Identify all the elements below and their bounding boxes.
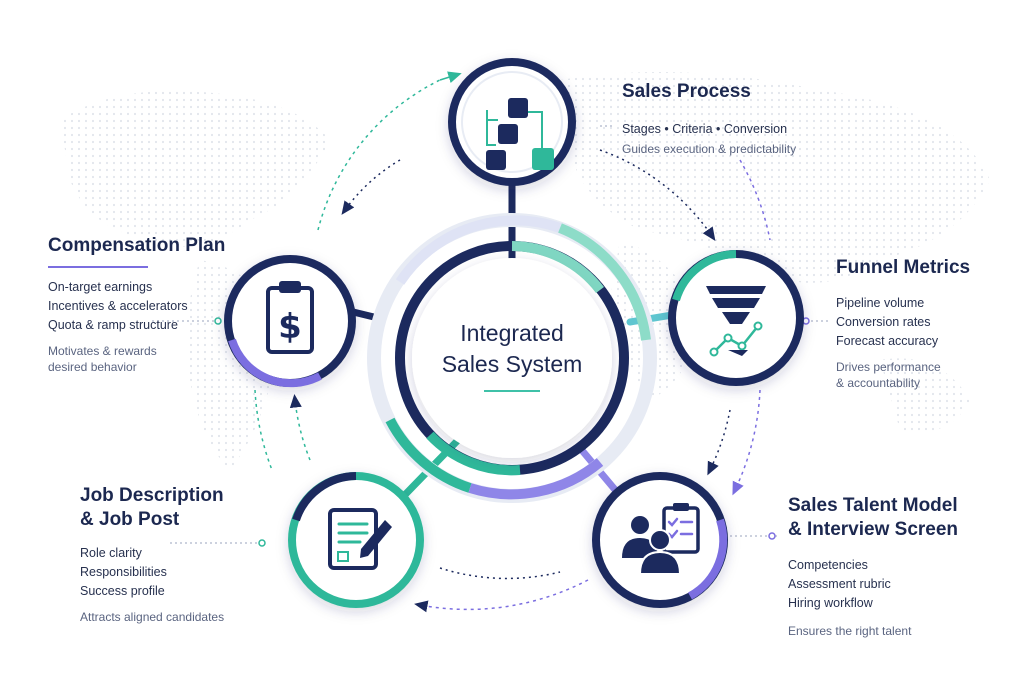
talent-model-item: Hiring workflow [788,596,873,610]
center-title-line1: Integrated [460,320,564,346]
funnel-metrics-note-line: & accountability [836,376,921,390]
sales-process-note: Guides execution & predictability [622,141,796,157]
center-title-rule [484,390,540,392]
cycle-arrows [254,71,771,613]
center-hub [367,213,657,503]
sales-process-title: Sales Process [622,81,751,102]
job-description-title-line: Job Description [80,485,224,506]
talent-model-note-line: Ensures the right talent [788,624,912,638]
node-compensation [224,255,356,388]
talent-model-items: Competencies Assessment rubric Hiring wo… [788,556,958,613]
funnel-metrics-items: Pipeline volume Conversion rates Forecas… [836,294,970,351]
funnel-metrics-note-line: Drives performance [836,360,941,374]
job-description-note: Attracts aligned candidates [80,609,224,625]
funnel-metrics-title: Funnel Metrics [836,257,971,278]
sales-process-note-line: Guides execution & predictability [622,142,797,156]
job-description-title-line: & Job Post [80,509,180,530]
talent-model-title-line: Sales Talent Model [788,495,958,516]
center-title: Integrated Sales System [412,318,612,392]
compensation-rule [48,266,148,268]
job-description-item: Responsibilities [80,565,167,579]
label-talent-model: Sales Talent Model & Interview Screen Co… [788,494,958,639]
candidates-checklist-icon [622,503,700,575]
funnel-metrics-item: Pipeline volume [836,296,925,310]
compensation-item: Quota & ramp structure [48,318,178,332]
svg-text:$: $ [278,307,302,347]
sales-process-item: Stages • Criteria • Conversion [622,122,788,136]
clipboard-dollar-icon: $ [266,281,314,354]
compensation-item: Incentives & accelerators [48,299,188,313]
job-description-item: Success profile [80,584,165,598]
talent-model-title: Sales Talent Model & Interview Screen [788,494,958,542]
compensation-note: Motivates & rewards desired behavior [48,343,225,375]
compensation-title: Compensation Plan [48,235,226,256]
talent-model-title-line: & Interview Screen [788,519,959,540]
label-sales-process: Sales Process Stages • Criteria • Conver… [622,80,796,157]
center-title-line2: Sales System [441,351,583,377]
compensation-item: On-target earnings [48,280,153,294]
label-compensation: Compensation Plan On-target earnings Inc… [48,234,225,375]
funnel-metrics-note: Drives performance & accountability [836,359,970,391]
job-description-title: Job Description & Job Post [80,484,224,532]
compensation-note-line: Motivates & rewards [48,344,157,358]
document-pen-icon [328,508,392,570]
compensation-note-line: desired behavior [48,360,137,374]
label-job-description: Job Description & Job Post Role clarity … [80,484,224,625]
funnel-metrics-item: Conversion rates [836,315,931,329]
flowchart-icon [486,98,554,170]
node-job-description [288,472,424,608]
talent-model-item: Assessment rubric [788,577,891,591]
funnel-metrics-item: Forecast accuracy [836,334,939,348]
leader-dots [214,317,266,547]
job-description-note-line: Attracts aligned candidates [80,610,225,624]
talent-model-note: Ensures the right talent [788,623,958,639]
job-description-item: Role clarity [80,546,142,560]
label-funnel-metrics: Funnel Metrics Pipeline volume Conversio… [836,256,970,391]
sales-process-items: Stages • Criteria • Conversion [622,120,796,139]
job-description-items: Role clarity Responsibilities Success pr… [80,544,224,601]
talent-model-item: Competencies [788,558,868,572]
funnel-chart-icon [706,286,766,357]
compensation-items: On-target earnings Incentives & accelera… [48,278,225,335]
